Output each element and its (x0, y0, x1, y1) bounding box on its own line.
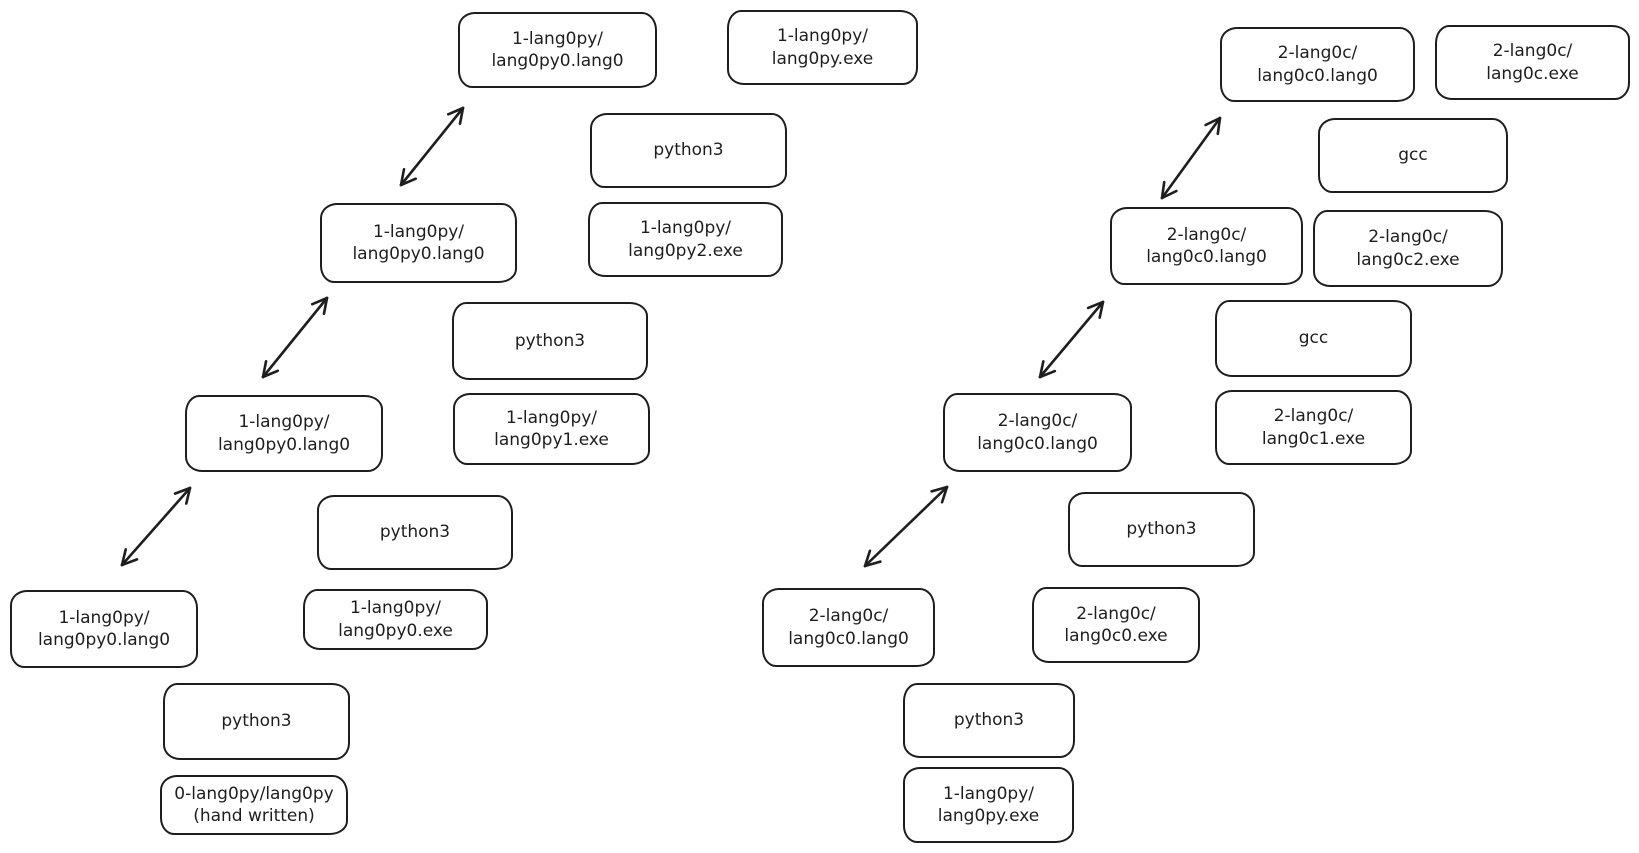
python3-runtime-box-r0: python3 (903, 683, 1075, 758)
py-bootstrap-exe-box: 1-lang0py/ lang0py.exe (903, 767, 1074, 843)
py-source-box-stage1: 1-lang0py/ lang0py0.lang0 (185, 395, 383, 472)
py-final-exe-box: 1-lang0py/ lang0py.exe (727, 10, 918, 85)
handwritten-origin-box: 0-lang0py/lang0py (hand written) (160, 775, 348, 835)
py-exe0-box: 1-lang0py/ lang0py0.exe (303, 589, 488, 650)
c-exe2-box: 2-lang0c/ lang0c2.exe (1313, 210, 1503, 287)
python3-runtime-box-2: python3 (452, 302, 648, 380)
py-exe1-box: 1-lang0py/ lang0py1.exe (453, 393, 650, 465)
bidirectional-arrow-left-top (399, 106, 465, 187)
py-exe2-box: 1-lang0py/ lang0py2.exe (588, 202, 783, 277)
bidirectional-arrow-left-bottom (120, 486, 192, 567)
python3-runtime-box-r1: python3 (1068, 492, 1255, 567)
bidirectional-arrow-left-middle (261, 296, 329, 379)
c-source-box-stage0: 2-lang0c/ lang0c0.lang0 (762, 588, 935, 667)
bidirectional-arrow-right-middle (1038, 300, 1105, 379)
bidirectional-arrow-right-bottom (863, 485, 949, 568)
bidirectional-arrow-right-top (1160, 116, 1222, 200)
c-source-box-stage3: 2-lang0c/ lang0c0.lang0 (1220, 27, 1415, 102)
c-final-exe-box: 2-lang0c/ lang0c.exe (1435, 25, 1630, 100)
py-source-box-stage3: 1-lang0py/ lang0py0.lang0 (458, 12, 657, 88)
gcc-compiler-box-3: gcc (1318, 118, 1508, 193)
python3-runtime-box-0: python3 (163, 683, 350, 760)
py-source-box-stage2: 1-lang0py/ lang0py0.lang0 (320, 203, 517, 283)
gcc-compiler-box-2: gcc (1215, 300, 1412, 377)
c-exe0-box: 2-lang0c/ lang0c0.exe (1032, 587, 1200, 663)
c-exe1-box: 2-lang0c/ lang0c1.exe (1215, 390, 1412, 465)
c-source-box-stage1: 2-lang0c/ lang0c0.lang0 (943, 393, 1132, 472)
py-source-box-stage0: 1-lang0py/ lang0py0.lang0 (10, 590, 198, 668)
python3-runtime-box-1: python3 (317, 495, 513, 570)
python3-runtime-box-3: python3 (590, 113, 787, 188)
c-source-box-stage2: 2-lang0c/ lang0c0.lang0 (1110, 207, 1303, 285)
